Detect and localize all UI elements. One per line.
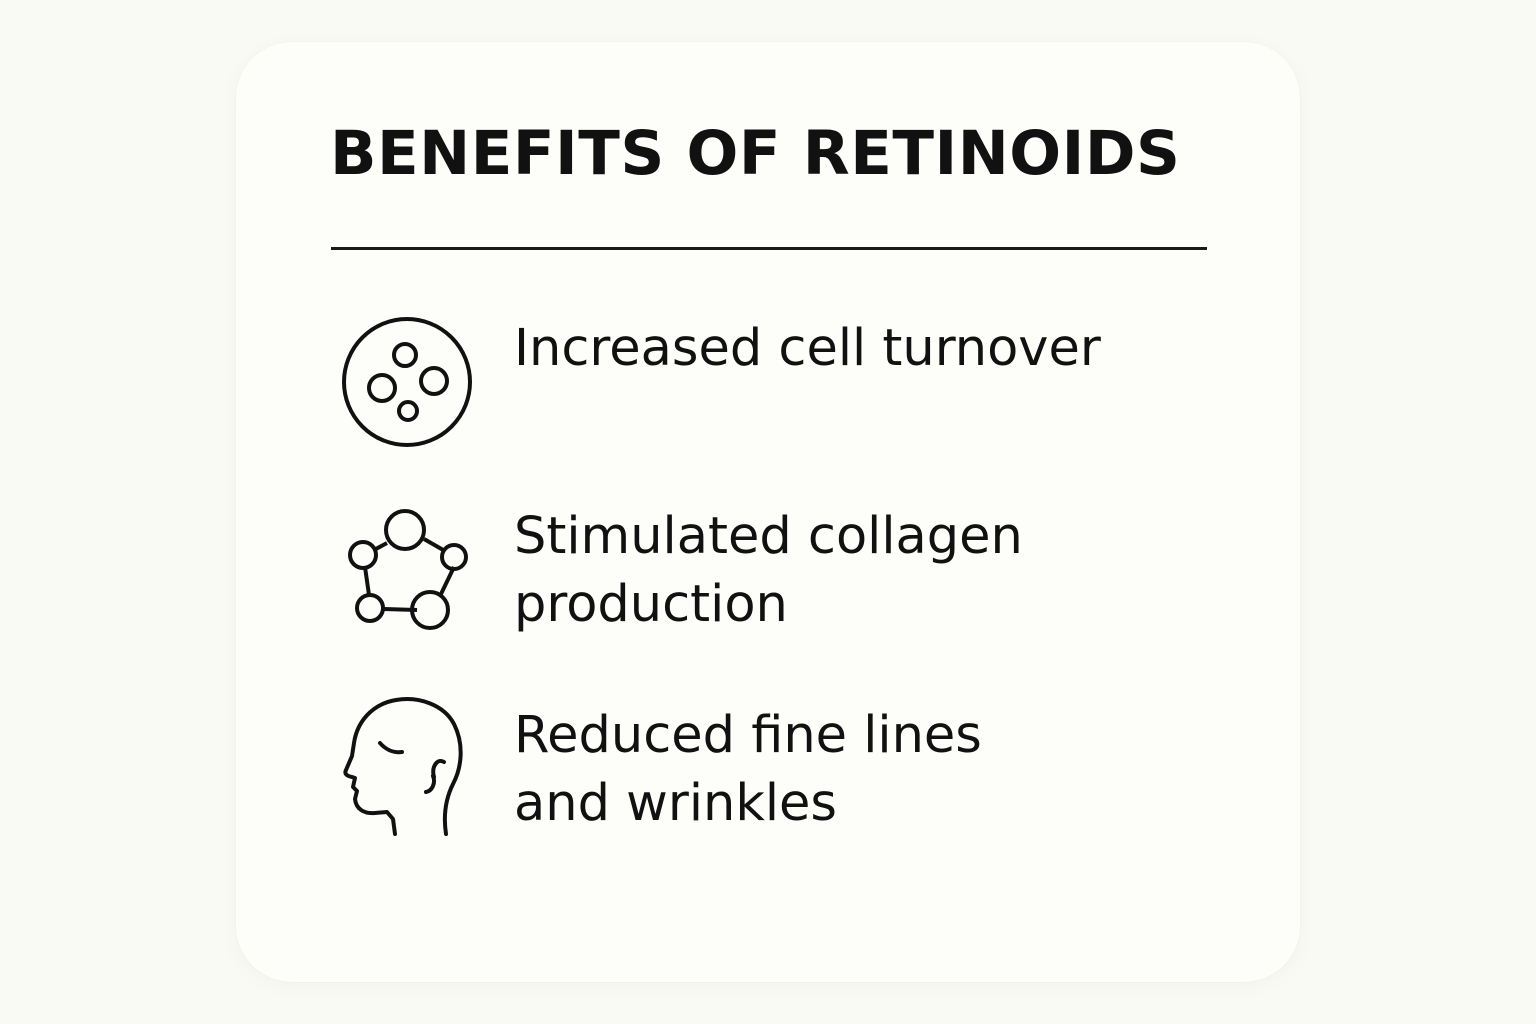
benefit-item-collagen: Stimulated collagen production bbox=[514, 503, 1023, 639]
face-profile-icon bbox=[340, 696, 470, 838]
cell-icon bbox=[340, 315, 474, 449]
collagen-network-icon bbox=[342, 506, 472, 634]
benefit-line: Reduced fine lines bbox=[514, 706, 982, 765]
page-title: BENEFITS OF RETINOIDS bbox=[330, 118, 1181, 189]
benefit-line: Stimulated collagen bbox=[514, 507, 1023, 566]
benefit-line: production bbox=[514, 575, 788, 634]
benefit-item-fine-lines: Reduced fine lines and wrinkles bbox=[514, 702, 982, 838]
benefit-line: Increased cell turnover bbox=[514, 319, 1101, 378]
benefit-item-cell-turnover: Increased cell turnover bbox=[514, 315, 1101, 383]
benefit-line: and wrinkles bbox=[514, 774, 837, 833]
title-divider bbox=[331, 247, 1207, 250]
